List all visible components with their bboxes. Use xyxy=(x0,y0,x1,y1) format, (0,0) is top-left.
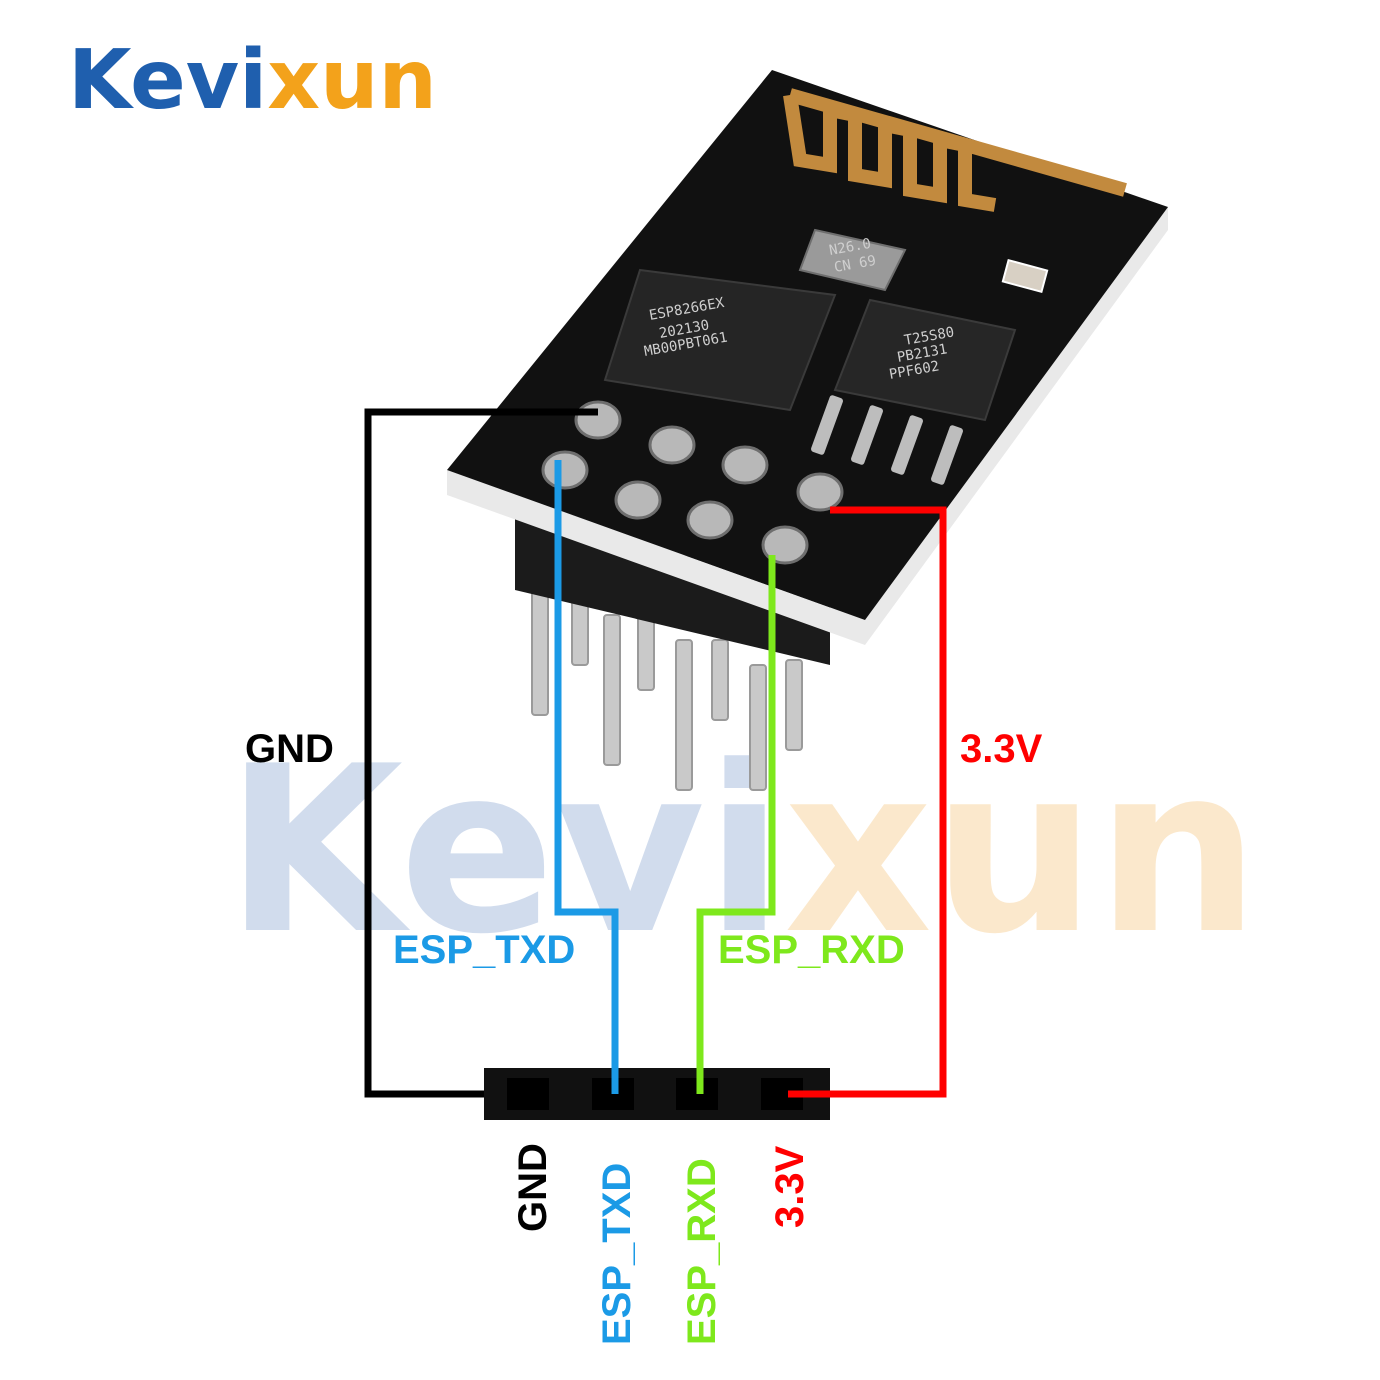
esp01-module: ESP8266EX 202130 MB00PBT061 T25S80 PB213… xyxy=(447,70,1168,791)
wire-label-esp-txd: ESP_TXD xyxy=(393,928,575,972)
brand-logo-part1: Kevi xyxy=(68,33,267,128)
pin-label-esp-txd: ESP_TXD xyxy=(595,1163,639,1345)
status-led xyxy=(1001,258,1049,294)
pin-label-3v3: 3.3V xyxy=(768,1145,812,1228)
wire-label-3v3: 3.3V xyxy=(960,727,1043,771)
pcb-edge xyxy=(447,207,1168,645)
wire-3v3 xyxy=(788,506,947,1098)
wires xyxy=(364,408,947,1098)
pin-label-esp-rxd: ESP_RXD xyxy=(680,1158,724,1345)
wire-label-esp-rxd: ESP_RXD xyxy=(718,928,905,972)
pin-header-connector xyxy=(484,1068,830,1120)
pin-label-gnd: GND xyxy=(511,1143,555,1232)
header-pin-1 xyxy=(507,1078,549,1110)
crystal-line-1: N26.0 xyxy=(828,236,872,259)
wire-esp-txd xyxy=(554,460,619,1094)
esp8266-chip: ESP8266EX 202130 MB00PBT061 xyxy=(603,268,837,412)
wire-esp-rxd xyxy=(696,555,776,1094)
crystal-oscillator: N26.0 CN 69 xyxy=(798,228,907,292)
crystal-line-2: CN 69 xyxy=(833,253,877,276)
antenna-trace xyxy=(783,88,1127,212)
wire-gnd xyxy=(364,408,598,1098)
brand-watermark-part2: xun xyxy=(784,718,1260,985)
header-pin-legs xyxy=(531,569,803,791)
flash-chip-legs xyxy=(811,395,963,485)
flash-chip: T25S80 PB2131 PPF602 xyxy=(833,298,1017,422)
wire-tips xyxy=(611,1060,830,1098)
header-plastic-block xyxy=(515,515,830,665)
brand-logo: Kevixun xyxy=(68,33,437,128)
wire-label-gnd: GND xyxy=(245,727,334,771)
brand-logo-part2: xun xyxy=(267,33,437,128)
